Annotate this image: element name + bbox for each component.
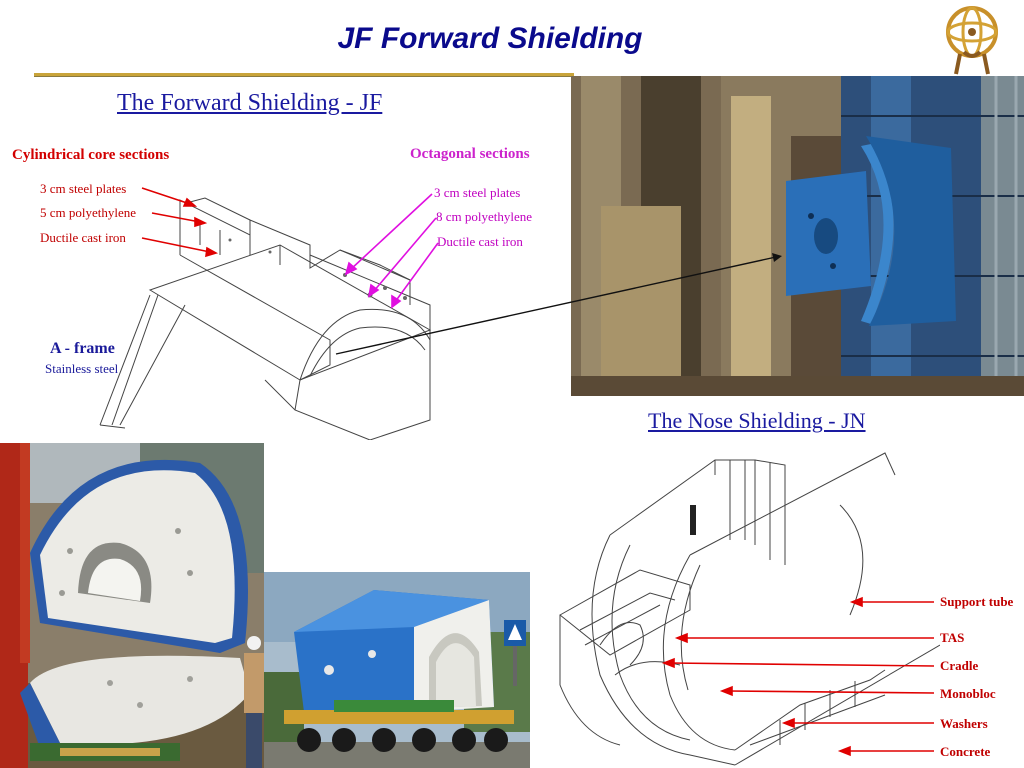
jf-shielding-drawing [99, 187, 439, 440]
shielding-lift-photo [0, 443, 264, 768]
cyl-label-steel: 3 cm steel plates [40, 181, 127, 196]
jn-label-concrete: Concrete [940, 744, 991, 759]
oct-label-polyethylene: 8 cm polyethylene [436, 209, 533, 224]
cylindrical-heading: Cylindrical core sections [12, 147, 170, 163]
jn-label-tas: TAS [940, 630, 965, 645]
slide-title: JF Forward Shielding [337, 22, 643, 55]
jn-label-monobloc: Monobloc [940, 686, 996, 701]
jn-label-cradle: Cradle [940, 658, 979, 673]
atlas-logo-icon [946, 6, 998, 75]
title-underline-rule [34, 73, 574, 77]
cavern-photo [571, 76, 1024, 396]
jn-shielding-drawing [559, 452, 940, 766]
shielding-transport-photo [264, 572, 530, 768]
jn-diagram-title: The Nose Shielding - JN [648, 408, 866, 433]
jn-label-washers: Washers [940, 716, 988, 731]
oct-label-steel: 3 cm steel plates [434, 185, 521, 200]
jn-label-support-tube: Support tube [940, 594, 1014, 609]
cyl-label-polyethylene: 5 cm polyethylene [40, 205, 137, 220]
aframe-subheading: Stainless steel [45, 361, 119, 376]
octagonal-heading: Octagonal sections [410, 146, 530, 162]
cyl-label-cast-iron: Ductile cast iron [40, 230, 126, 245]
connector-line [335, 253, 782, 355]
jf-diagram-title: The Forward Shielding - JF [117, 90, 383, 116]
oct-label-cast-iron: Ductile cast iron [437, 234, 523, 249]
aframe-heading: A - frame [50, 340, 115, 357]
